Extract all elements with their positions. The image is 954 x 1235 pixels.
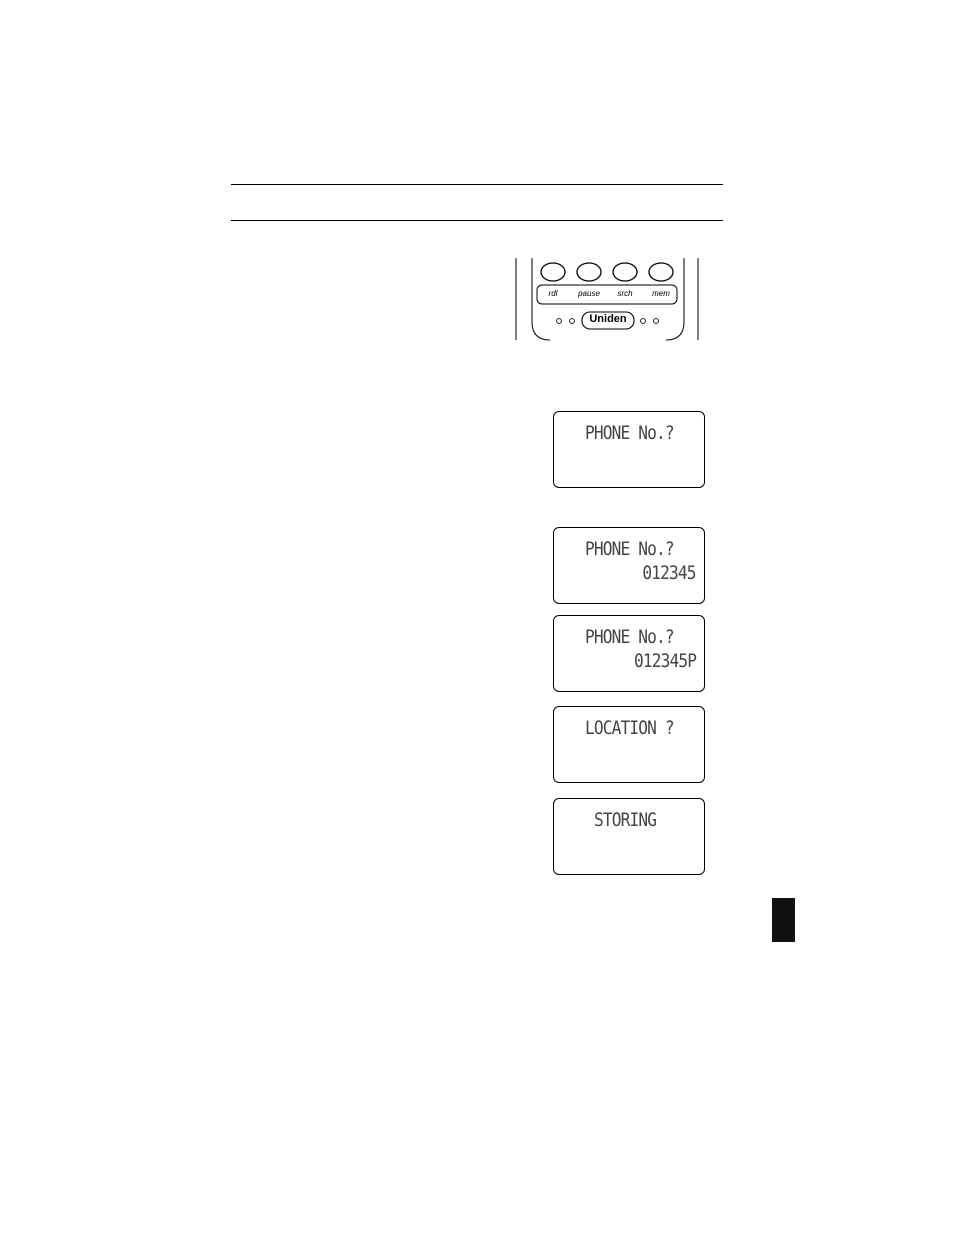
lcd-line-1: PHONE No.? — [585, 626, 675, 648]
lcd-line-1: LOCATION ? — [585, 717, 675, 739]
lcd-display-number-entered: PHONE No.? 012345 — [553, 527, 705, 604]
rdl-key-label: rdl — [548, 289, 558, 298]
keypad-outline — [515, 258, 699, 341]
srch-key — [612, 262, 638, 282]
srch-key-label: srch — [617, 289, 633, 298]
brand-logo: Uniden — [589, 313, 627, 325]
pause-key-label: pause — [578, 289, 600, 298]
header-rule-top — [231, 184, 723, 185]
lcd-display-storing: STORING — [553, 798, 705, 875]
lcd-display-phone-prompt: PHONE No.? — [553, 411, 705, 488]
lcd-display-location-prompt: LOCATION ? — [553, 706, 705, 783]
lcd-line-2: 012345 — [642, 562, 697, 584]
lcd-line-1: PHONE No.? — [585, 538, 675, 560]
pause-key — [576, 262, 602, 282]
lcd-line-2: 012345P — [633, 650, 697, 672]
mem-key — [648, 262, 674, 282]
lcd-line-1: PHONE No.? — [585, 422, 675, 444]
header-rule-bottom — [231, 220, 723, 221]
rdl-key — [540, 262, 566, 282]
lcd-line-1: STORING — [594, 809, 657, 831]
section-thumb-tab — [772, 898, 795, 942]
mem-key-label: mem — [652, 289, 670, 298]
lcd-display-pause-added: PHONE No.? 012345P — [553, 615, 705, 692]
